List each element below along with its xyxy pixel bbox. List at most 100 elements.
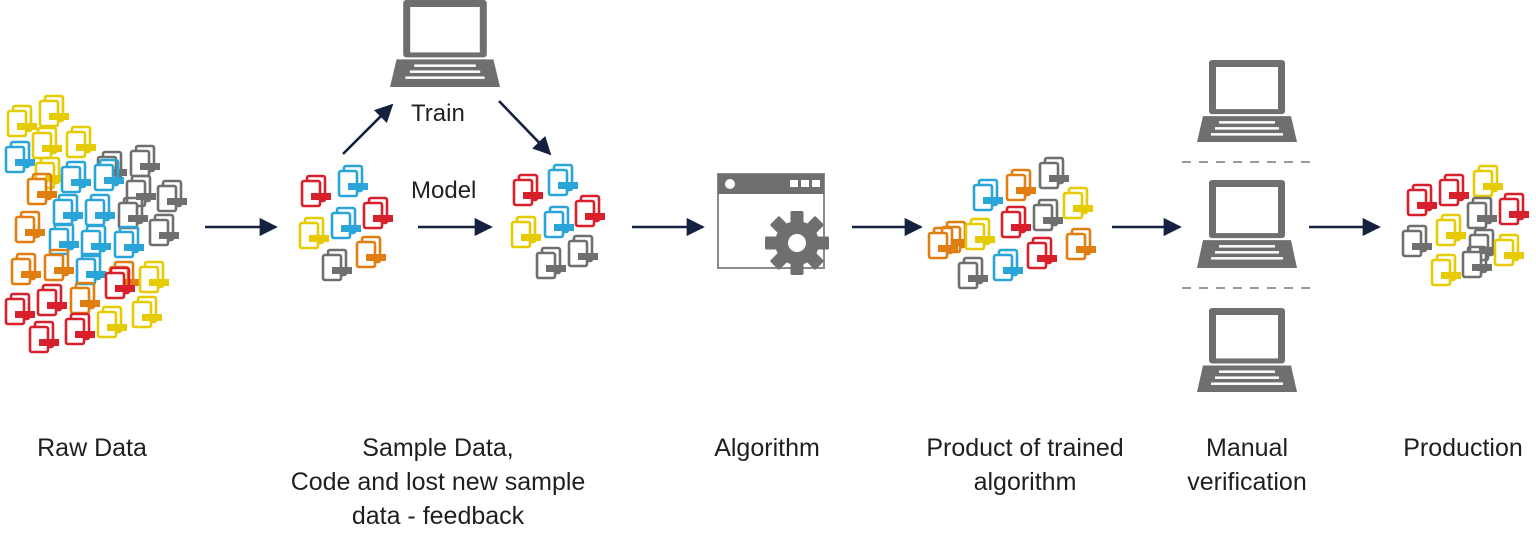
document-icon (4, 292, 35, 326)
document-icon (927, 226, 958, 260)
caption-manual: Manual verification (1157, 431, 1337, 499)
caption-line: Algorithm (714, 434, 820, 462)
caption-line: Manual (1206, 434, 1288, 462)
document-icon (26, 172, 57, 206)
laptop-icon (1197, 60, 1297, 142)
modeled-data-cluster (510, 163, 605, 280)
caption-line: Production (1403, 434, 1523, 462)
document-icon (113, 225, 144, 259)
document-icon (28, 320, 59, 354)
document-icon (1038, 156, 1069, 190)
document-icon (75, 252, 106, 286)
model-label: Model (411, 177, 477, 204)
document-icon (96, 305, 127, 339)
document-icon (93, 158, 124, 192)
train-label: Train (411, 100, 465, 127)
document-icon (362, 196, 393, 230)
laptop-icon (390, 0, 500, 87)
document-icon (69, 281, 100, 315)
production-cluster (1401, 164, 1529, 287)
document-icon (104, 266, 135, 300)
document-icon (1026, 236, 1057, 270)
document-icon (330, 206, 361, 240)
document-icon (138, 260, 169, 294)
document-icon (60, 160, 91, 194)
document-icon (148, 213, 179, 247)
document-clusters (4, 94, 1529, 354)
document-icon (36, 283, 67, 317)
document-icon (1438, 173, 1469, 207)
document-icon (84, 193, 115, 227)
document-icon (117, 196, 148, 230)
document-icon (972, 178, 1003, 212)
document-icon (1005, 168, 1036, 202)
document-icon (10, 252, 41, 286)
laptop-icon (1197, 180, 1297, 268)
document-icon (1498, 192, 1529, 226)
flow-arrows (205, 100, 1381, 237)
document-icon (80, 224, 111, 258)
document-icon (1472, 164, 1503, 198)
document-icon (1493, 233, 1524, 267)
caption-line: verification (1187, 468, 1307, 496)
document-icon (547, 163, 578, 197)
caption-line: Sample Data, (362, 434, 514, 462)
arrow-icon (342, 103, 394, 155)
document-icon (1461, 245, 1492, 279)
caption-sample-data: Sample Data, Code and lost new sample da… (258, 431, 618, 533)
document-icon (964, 217, 995, 251)
document-icon (131, 295, 162, 329)
caption-raw-data: Raw Data (0, 431, 184, 465)
sample-data-cluster (298, 164, 393, 282)
document-icon (156, 179, 187, 213)
document-icon (65, 125, 96, 159)
caption-production: Production (1390, 431, 1536, 465)
gear-icon (765, 211, 829, 275)
document-icon (574, 194, 605, 228)
document-icon (52, 193, 83, 227)
caption-line: algorithm (973, 468, 1077, 496)
product-cluster (927, 156, 1096, 290)
document-icon (1466, 196, 1497, 230)
document-icon (1430, 253, 1461, 287)
document-icon (31, 126, 62, 160)
document-icon (337, 164, 368, 198)
document-icon (510, 215, 541, 249)
document-icon (43, 248, 74, 282)
arrow-icon (498, 100, 552, 156)
document-icon (300, 174, 331, 208)
document-icon (992, 248, 1023, 282)
document-icon (38, 94, 69, 128)
caption-line: Code and lost new sample (290, 468, 586, 496)
document-icon (14, 210, 45, 244)
document-icon (1032, 198, 1063, 232)
caption-line: data - feedback (351, 502, 525, 530)
caption-line: Raw Data (37, 434, 147, 462)
document-icon (1401, 224, 1432, 258)
document-icon (4, 140, 35, 174)
browser-window-icon (717, 173, 825, 269)
document-icon (6, 104, 37, 138)
caption-algorithm: Algorithm (677, 431, 857, 465)
device-icons (390, 0, 1310, 392)
document-icon (64, 312, 95, 346)
document-icon (535, 246, 566, 280)
caption-line: Product of trained (926, 434, 1124, 462)
caption-product: Product of trained algorithm (895, 431, 1155, 499)
document-icon (543, 205, 574, 239)
raw-data-cluster (4, 94, 187, 354)
document-icon (1435, 213, 1466, 247)
document-icon (567, 234, 598, 268)
document-icon (512, 173, 543, 207)
document-icon (957, 256, 988, 290)
document-icon (1062, 186, 1093, 220)
document-icon (1406, 183, 1437, 217)
laptop-icon (1197, 308, 1297, 392)
document-icon (1065, 227, 1096, 261)
document-icon (129, 144, 160, 178)
document-icon (298, 216, 329, 250)
document-icon (355, 235, 386, 269)
document-icon (321, 248, 352, 282)
